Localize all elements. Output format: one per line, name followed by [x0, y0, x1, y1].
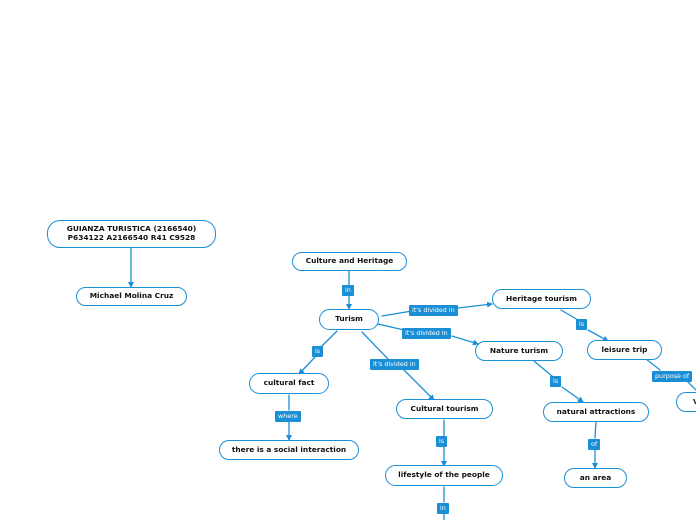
label-where[interactable]: where	[275, 411, 301, 422]
edge-turism-cultfact	[299, 330, 338, 374]
label-in[interactable]: in	[342, 285, 354, 296]
edge-nature-natural	[533, 360, 583, 402]
node-cultural-tourism[interactable]: Cultural tourism	[396, 399, 493, 419]
edge-turism-nature	[377, 323, 478, 344]
label-divided-nature[interactable]: it's divided in	[402, 328, 451, 339]
node-culture-heritage[interactable]: Culture and Heritage	[292, 252, 407, 271]
node-nature-turism[interactable]: Nature turism	[475, 341, 563, 361]
label-is-cultfact[interactable]: is	[312, 346, 324, 357]
node-lifestyle[interactable]: lifestyle of the people	[385, 465, 503, 486]
label-is-natural[interactable]: is	[550, 376, 562, 387]
node-author[interactable]: Michael Molina Cruz	[76, 287, 187, 306]
label-divided-heritage[interactable]: it's divided in	[409, 305, 458, 316]
label-in-lifestyle[interactable]: in	[437, 503, 449, 514]
edge-leisure-v	[645, 358, 696, 391]
edge-natural-area	[595, 420, 596, 468]
label-is-leisure[interactable]: is	[576, 319, 588, 330]
node-v[interactable]: V	[676, 392, 696, 412]
label-is-lifestyle[interactable]: is	[436, 436, 448, 447]
edge-turism-heritage	[381, 304, 492, 317]
edge-heritage-leisure	[560, 309, 608, 341]
node-natural-attractions[interactable]: natural attractions	[543, 402, 649, 422]
label-divided-cultural[interactable]: it's divided in	[370, 359, 419, 370]
node-cultural-fact[interactable]: cultural fact	[249, 373, 329, 394]
node-leisure-trip[interactable]: leisure trip	[587, 340, 662, 360]
node-turism[interactable]: Turism	[319, 309, 379, 330]
node-social-interaction[interactable]: there is a social interaction	[219, 440, 359, 460]
node-heritage-tourism[interactable]: Heritage tourism	[492, 289, 591, 309]
node-an-area[interactable]: an area	[564, 468, 627, 488]
edge-turism-cultural	[361, 331, 434, 400]
label-of[interactable]: of	[588, 439, 601, 450]
label-purpose-of[interactable]: purpose of	[652, 371, 693, 382]
node-root[interactable]: GUIANZA TURISTICA (2166540) P634122 A216…	[47, 220, 216, 248]
